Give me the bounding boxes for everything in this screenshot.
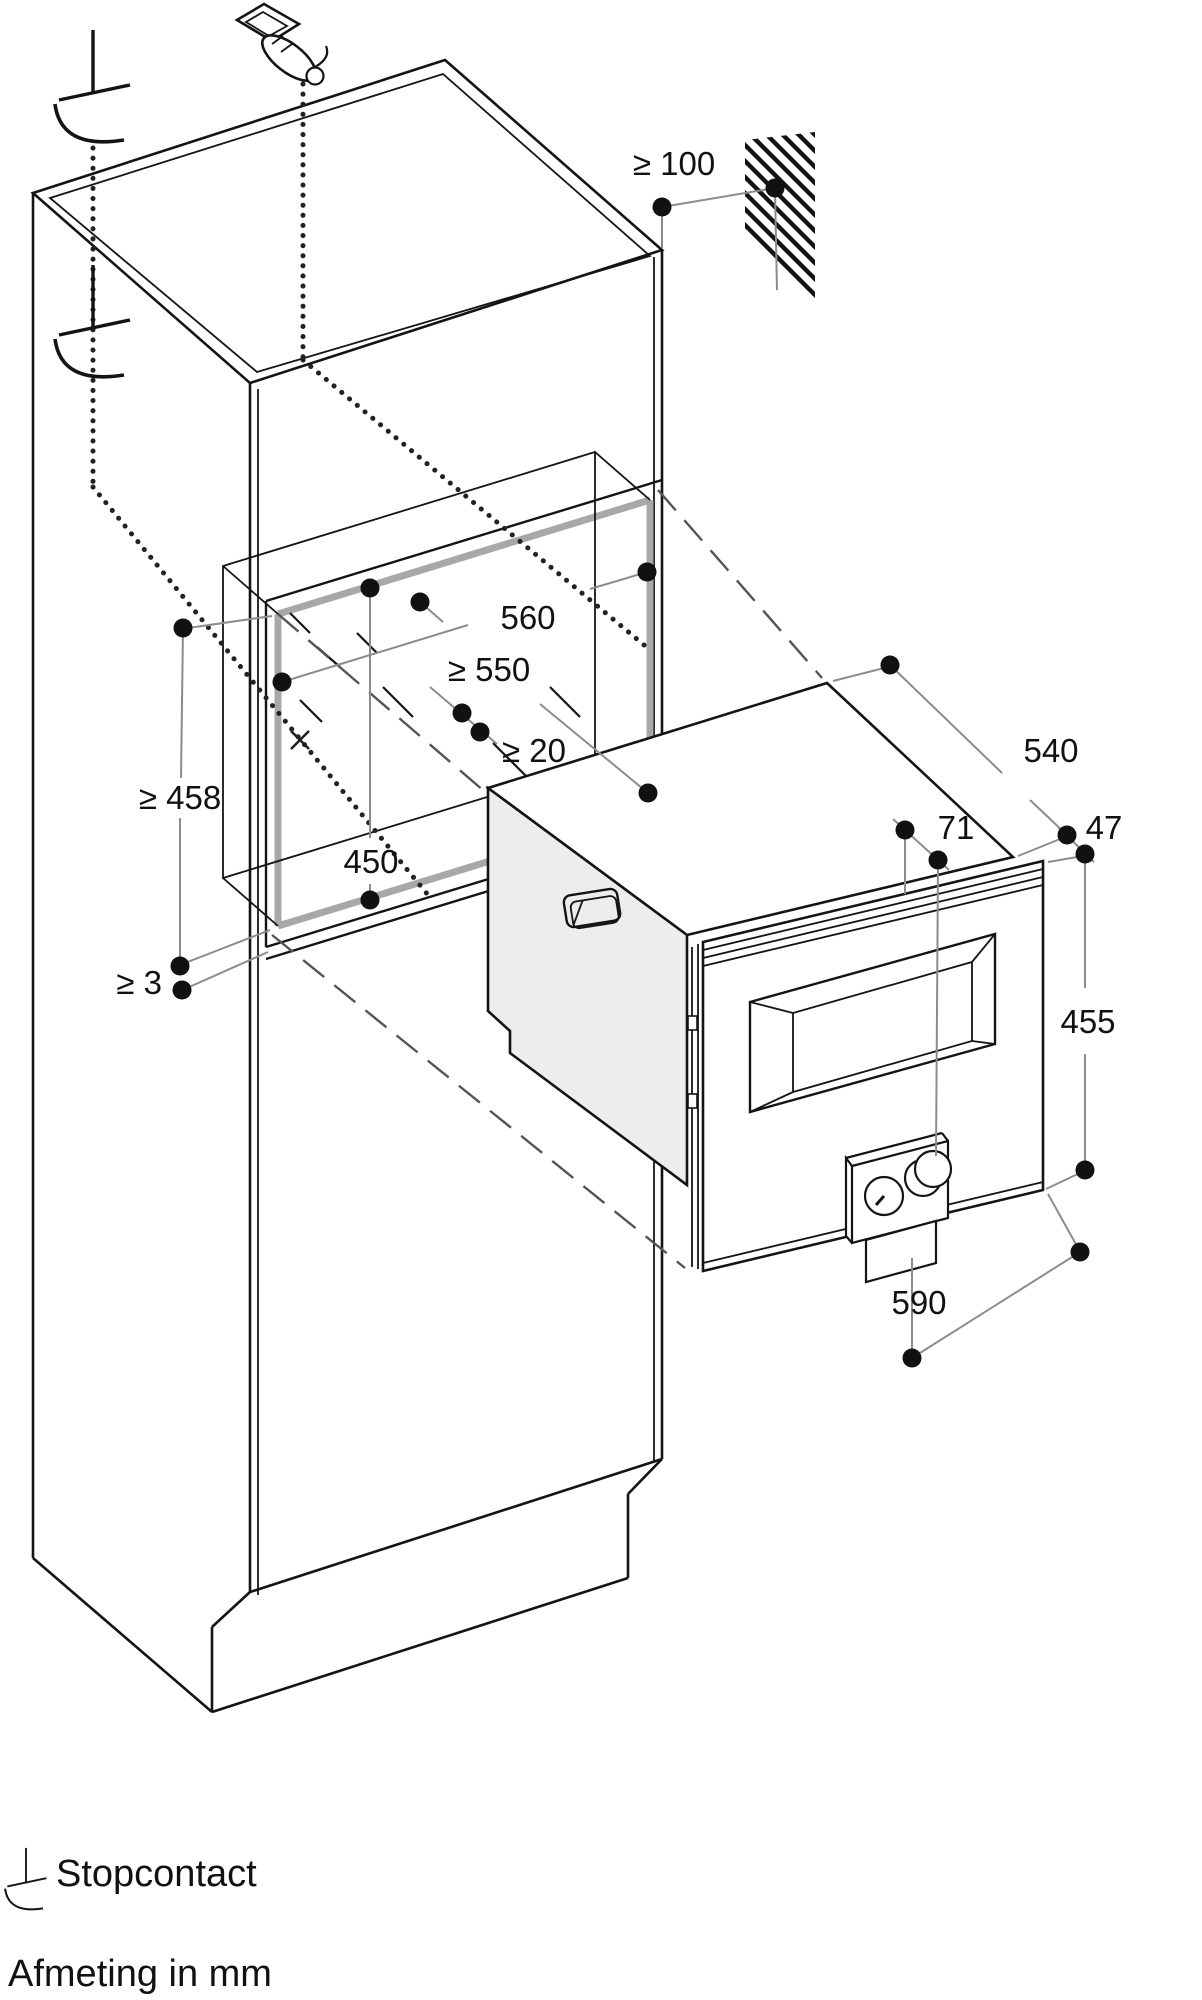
cable-routing: [53, 2, 653, 898]
power-socket-icon: [53, 28, 132, 144]
dim-niche-height: 450: [343, 843, 398, 880]
dim-cable-gap: ≥ 20: [502, 732, 566, 769]
cable-cross-mark: [290, 730, 310, 750]
projection-lines: [271, 489, 823, 1269]
tall-cabinet: [30, 58, 665, 1714]
wall-section-hatch: [745, 132, 815, 440]
legend-units-note: Afmeting in mm: [8, 1953, 272, 1995]
dim-door-offset: 47: [1086, 809, 1123, 846]
dimension-labels: ≥ 100 560 ≥ 550 ≥ 20 ≥ 458 450 ≥ 3 540 7…: [116, 145, 1122, 1321]
dim-appliance-height: 455: [1060, 1003, 1115, 1040]
plug-icon: [234, 2, 329, 86]
door-hinge-marks: [687, 1015, 698, 1109]
dim-niche-depth: ≥ 550: [448, 651, 530, 688]
door-window: [748, 932, 997, 1114]
dim-wall-clearance: ≥ 100: [633, 145, 715, 182]
side-handle-cutout: [562, 887, 622, 930]
knob-right: [913, 1149, 953, 1189]
dim-appliance-depth: 540: [1023, 732, 1078, 769]
control-panel-flap: [864, 1219, 938, 1284]
dim-bottom-gap: ≥ 3: [116, 964, 162, 1001]
legend-socket-label: Stopcontact: [56, 1853, 257, 1895]
legend: Stopcontact Afmeting in mm: [4, 1846, 272, 1995]
dimension-dots: [170, 178, 1095, 1368]
socket-legend-icon: [4, 1846, 48, 1911]
dim-knob-offset: 71: [938, 809, 975, 846]
control-panel: [844, 1131, 953, 1284]
appliance: [485, 681, 1045, 1284]
appliance-side-panel: [486, 785, 689, 1188]
dim-niche-width: 560: [500, 599, 555, 636]
dim-appliance-width: 590: [891, 1284, 946, 1321]
dim-niche-front-height: ≥ 458: [139, 779, 221, 816]
appliance-door: [701, 859, 1045, 1273]
